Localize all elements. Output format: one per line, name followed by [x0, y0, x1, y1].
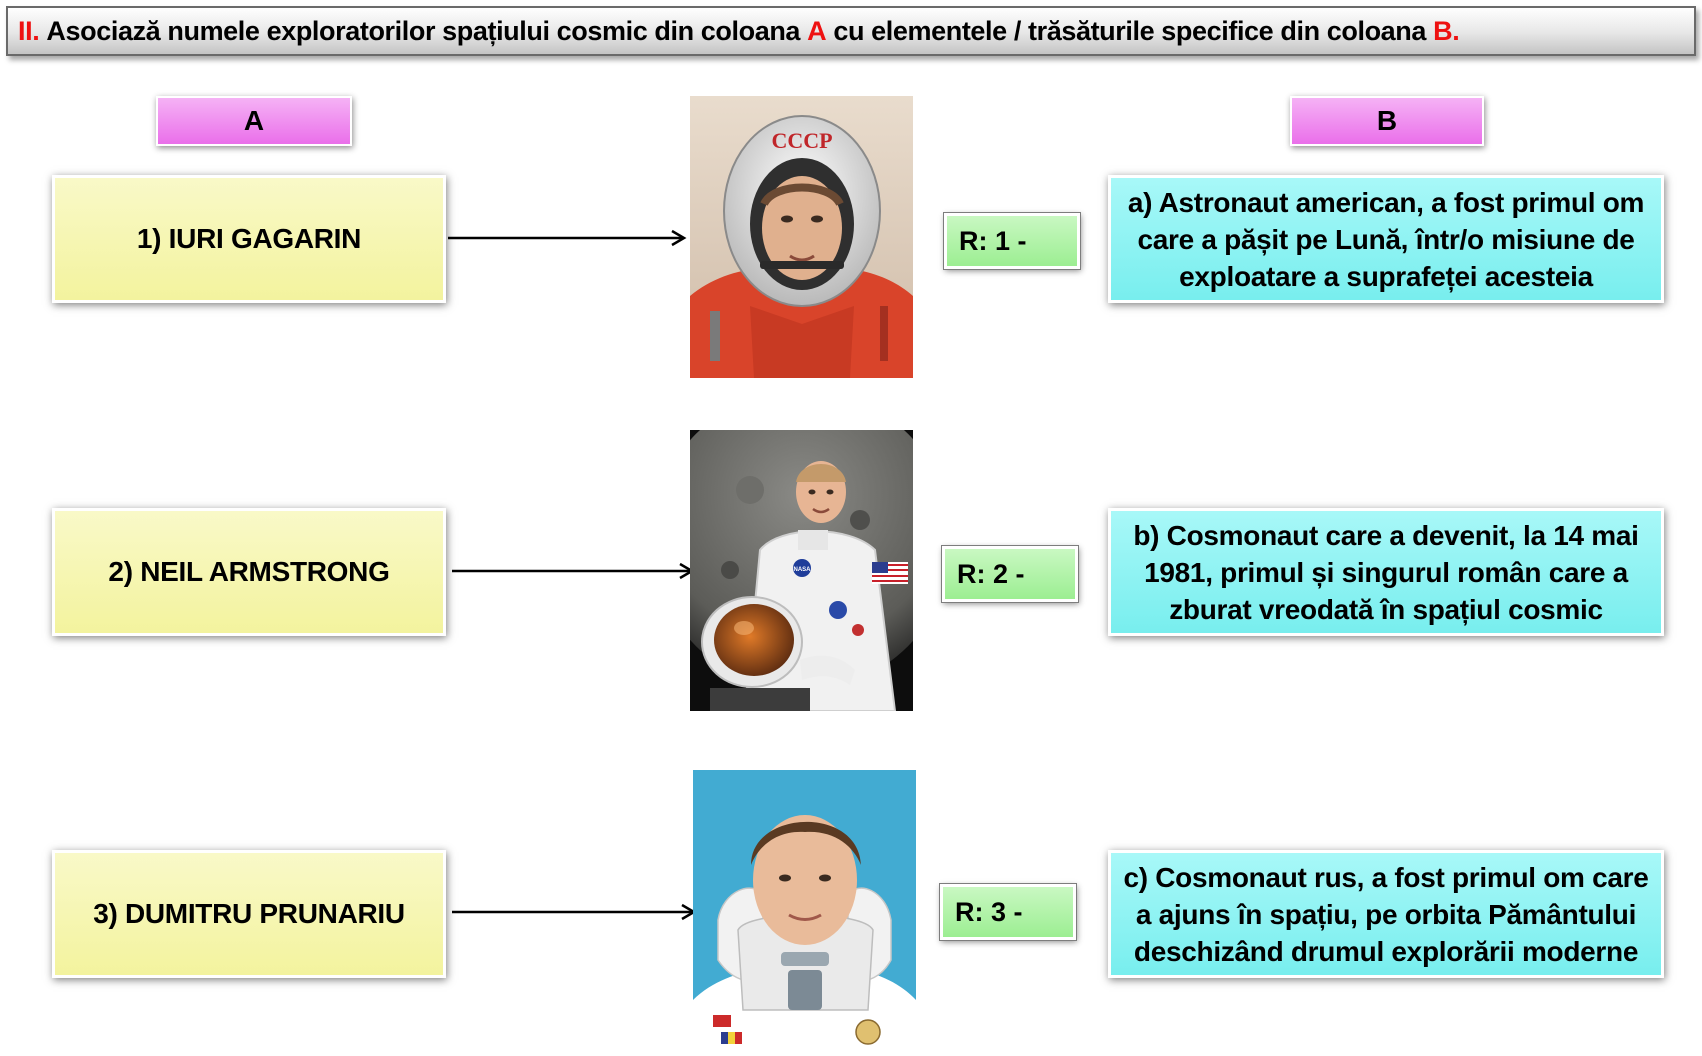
arrow-2 — [452, 562, 695, 580]
instruction-text-part1: Asociază numele exploratorilor spațiului… — [46, 15, 801, 46]
arrow-1 — [448, 229, 687, 247]
prunariu-photo — [693, 770, 916, 1052]
description-box-a[interactable]: a) Astronaut american, a fost primul om … — [1108, 175, 1664, 303]
arrow-3 — [452, 903, 697, 921]
explorer-box-1[interactable]: 1) IURI GAGARIN — [52, 175, 446, 303]
answer-box-2[interactable]: R: 2 - — [941, 545, 1079, 603]
explorer-box-3[interactable]: 3) DUMITRU PRUNARIU — [52, 850, 446, 978]
column-a-reference: A — [807, 15, 827, 46]
column-a-label: A — [156, 96, 352, 146]
explorer-box-2[interactable]: 2) NEIL ARMSTRONG — [52, 508, 446, 636]
description-box-c[interactable]: c) Cosmonaut rus, a fost primul om care … — [1108, 850, 1664, 978]
instruction-bar: II. Asociază numele exploratorilor spați… — [6, 6, 1696, 56]
exercise-number: II. — [18, 15, 40, 46]
answer-box-1[interactable]: R: 1 - — [943, 212, 1081, 270]
armstrong-photo: NASA — [690, 430, 913, 711]
column-b-reference: B. — [1433, 15, 1460, 46]
instruction-text-part2: cu elementele / trăsăturile specifice di… — [833, 15, 1426, 46]
nasa-badge: NASA — [793, 567, 811, 573]
answer-box-3[interactable]: R: 3 - — [939, 883, 1077, 941]
description-box-b[interactable]: b) Cosmonaut care a devenit, la 14 mai 1… — [1108, 508, 1664, 636]
gagarin-photo: СССР — [690, 96, 913, 378]
column-b-label: B — [1290, 96, 1484, 146]
helmet-lettering: СССР — [771, 128, 832, 153]
